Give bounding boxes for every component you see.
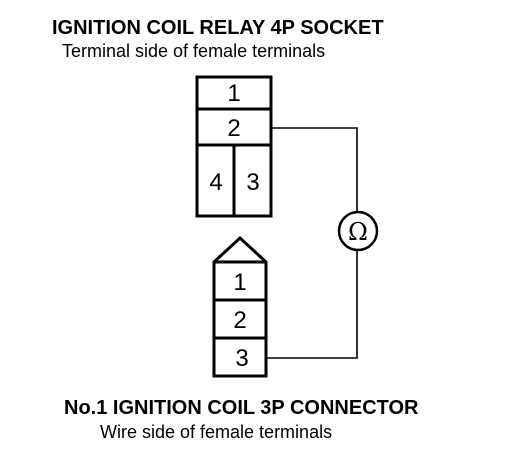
coil-connector-subtitle: Wire side of female terminals: [100, 422, 332, 442]
relay-terminal-3: 3: [246, 169, 259, 196]
relay-socket-title: IGNITION COIL RELAY 4P SOCKET: [52, 17, 384, 39]
ohmmeter-icon: Ω: [337, 210, 379, 252]
coil-connector-title: No.1 IGNITION COIL 3P CONNECTOR: [64, 397, 419, 419]
coil-connector: 1 2 3: [212, 235, 268, 378]
coil-terminal-3: 3: [235, 345, 248, 372]
relay-socket: 1 2 4 3: [195, 75, 273, 218]
coil-terminal-1: 1: [233, 269, 246, 296]
wire-relay-to-meter: [271, 127, 358, 212]
wire-meter-to-coil: [266, 250, 358, 359]
relay-terminal-1: 1: [227, 80, 240, 107]
relay-socket-subtitle: Terminal side of female terminals: [62, 41, 325, 61]
coil-terminal-2: 2: [233, 307, 246, 334]
coil-connector-housing: [212, 235, 268, 378]
ohm-symbol: Ω: [348, 218, 368, 246]
relay-terminal-2: 2: [227, 115, 240, 142]
relay-terminal-4: 4: [209, 169, 222, 196]
